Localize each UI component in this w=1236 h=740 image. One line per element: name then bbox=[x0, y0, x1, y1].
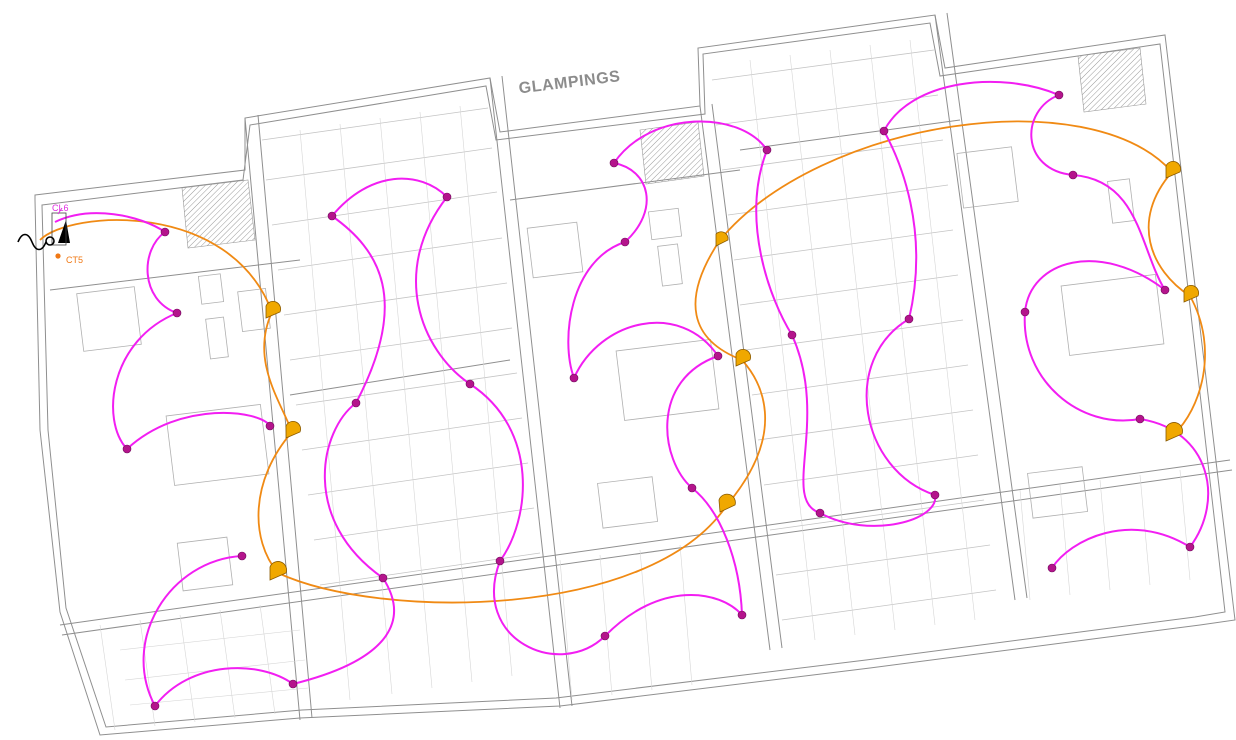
panel-symbol-icon bbox=[51, 207, 70, 246]
power-outlets bbox=[265, 160, 1199, 581]
plan-title: GLAMPINGS bbox=[518, 68, 622, 97]
lighting-points bbox=[122, 90, 1195, 711]
supply-wave-icon bbox=[17, 233, 61, 259]
structural-grid-unit-4 bbox=[711, 39, 997, 641]
lighting-circuit-label: CL6 bbox=[52, 203, 69, 213]
power-circuit bbox=[39, 120, 1206, 604]
lighting-circuit bbox=[54, 80, 1210, 707]
furniture bbox=[76, 47, 1165, 592]
terrace-decking bbox=[99, 469, 1191, 731]
power-circuit-label: CT5 bbox=[66, 255, 83, 265]
building-walls bbox=[34, 12, 1236, 736]
structural-grid-unit-2 bbox=[261, 105, 541, 701]
